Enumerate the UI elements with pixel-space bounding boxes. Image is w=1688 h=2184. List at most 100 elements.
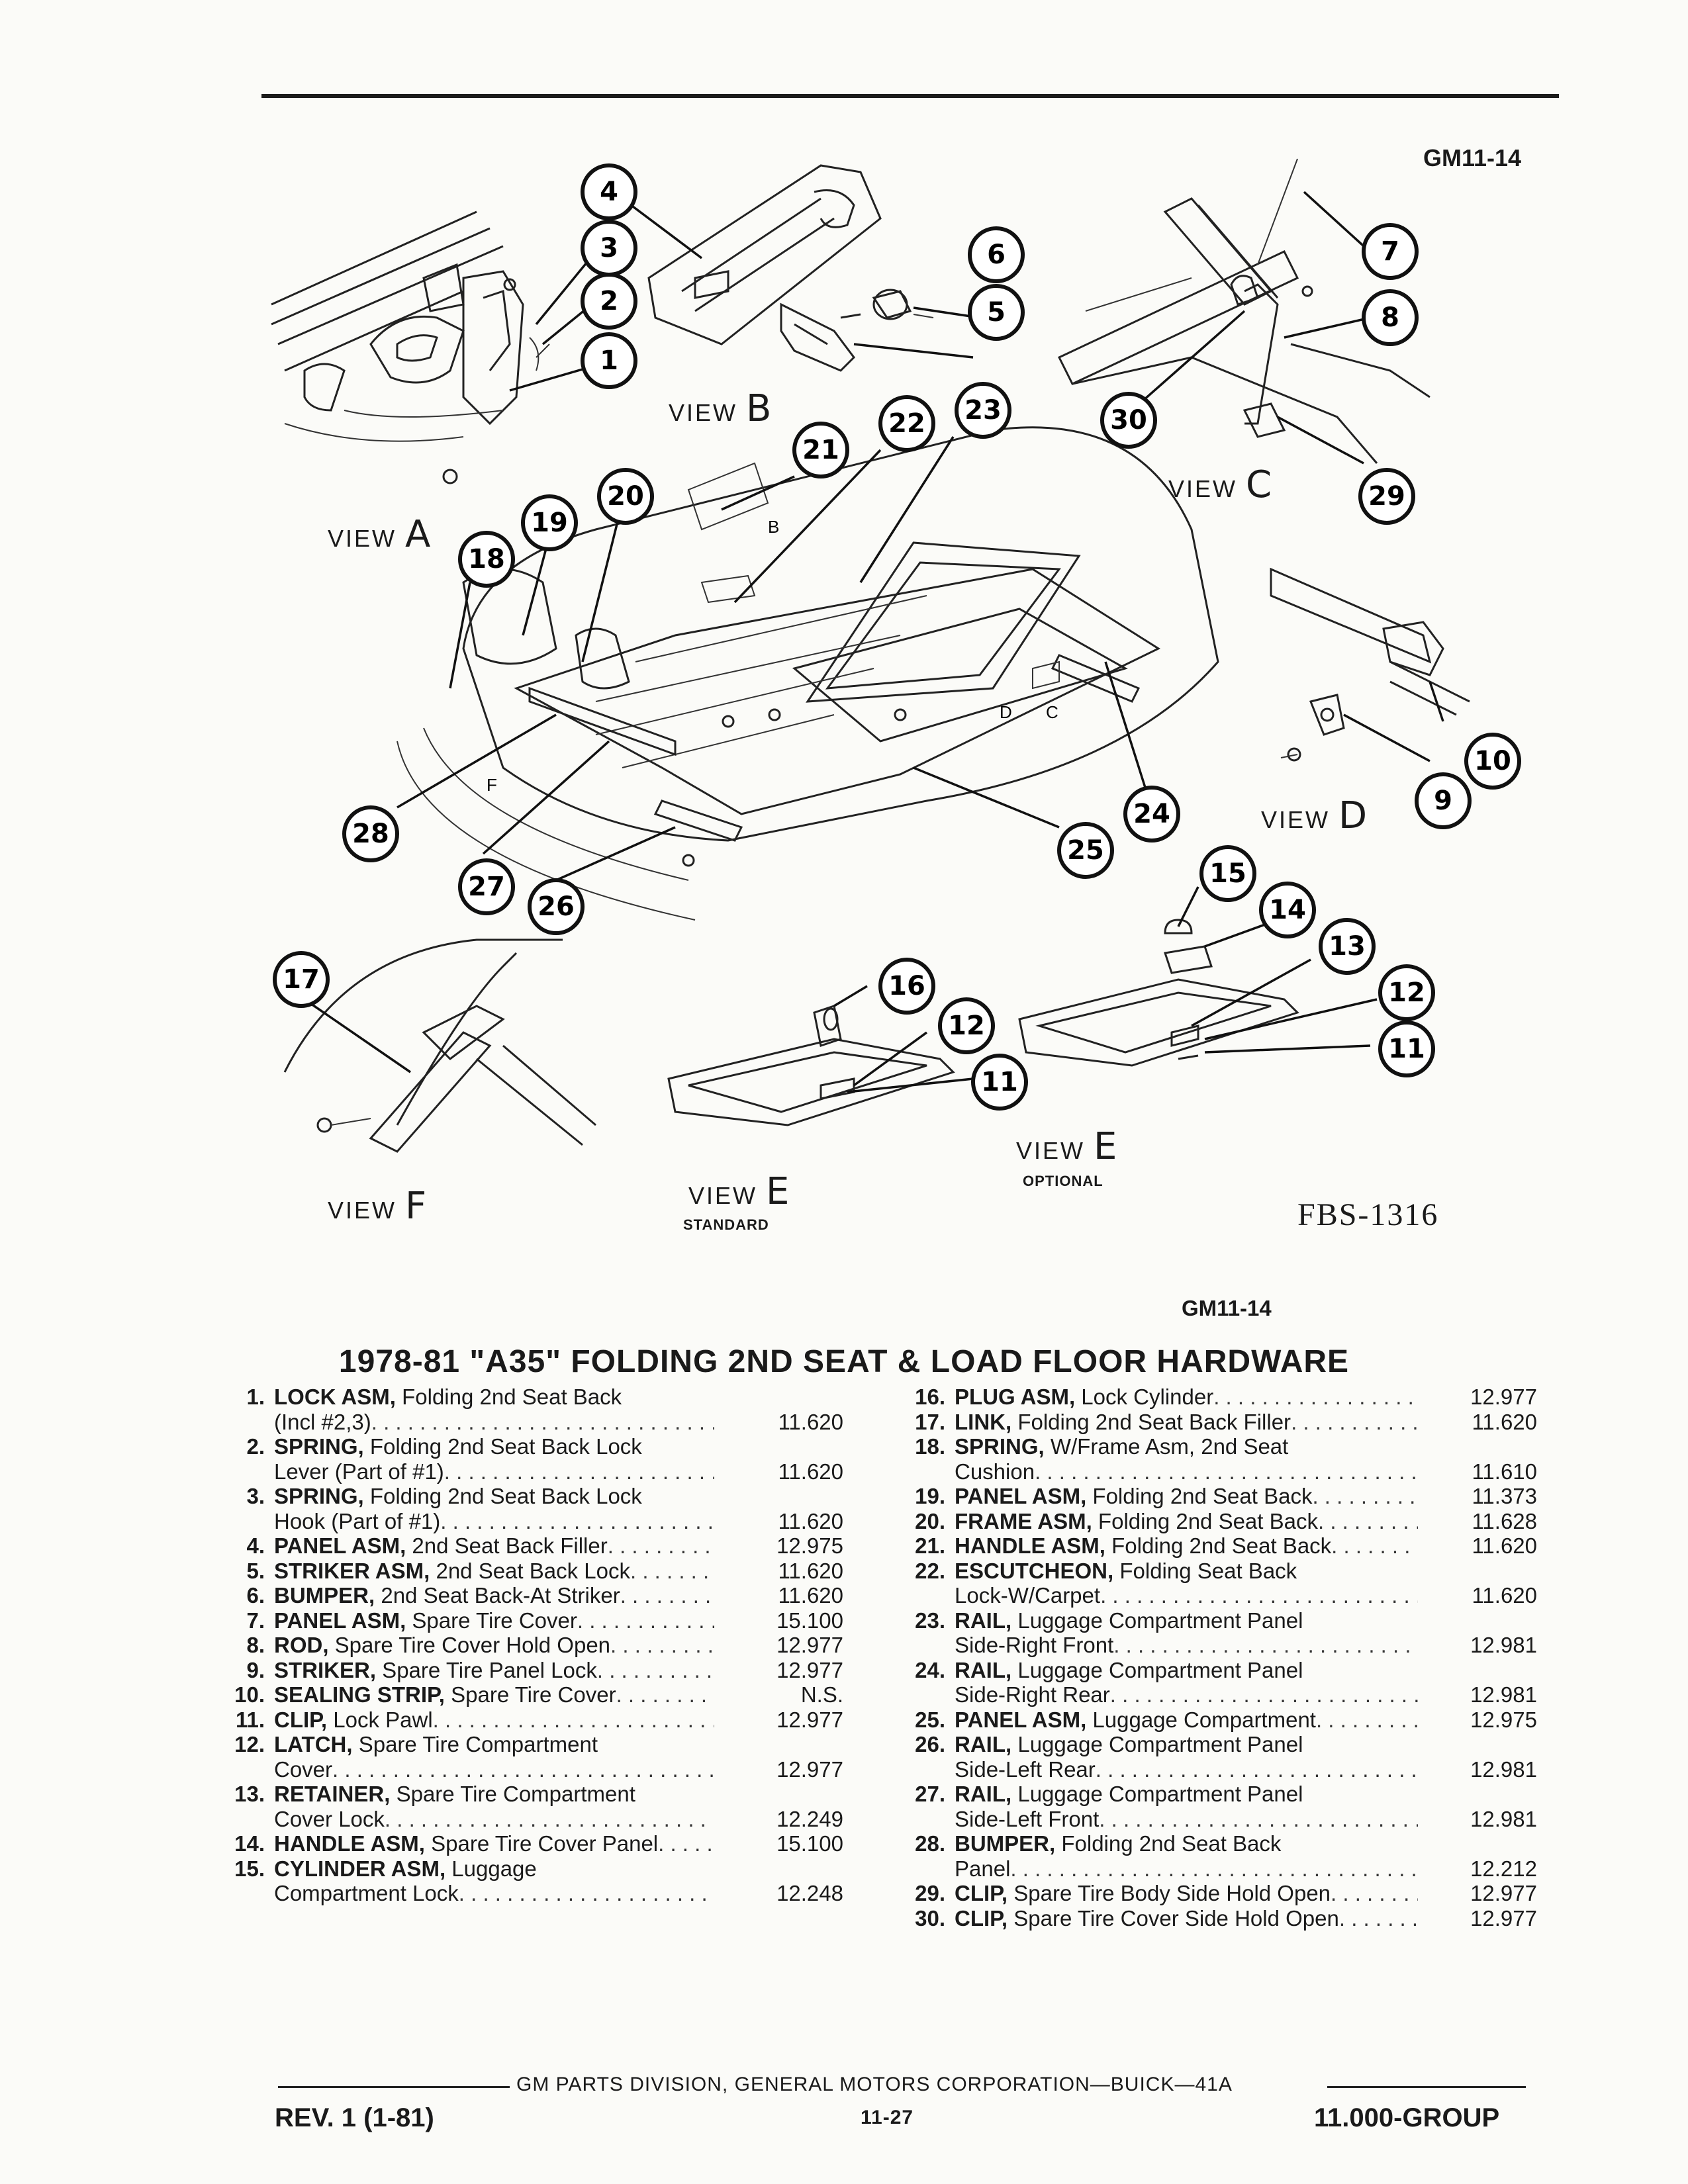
callout-14: 14: [1259, 882, 1316, 938]
view-label-a: VIEW A: [328, 513, 433, 556]
part-number: 25.: [915, 1707, 945, 1732]
svg-text:27: 27: [468, 872, 505, 902]
part-name: STRIKER,: [274, 1657, 377, 1682]
leader-dots: . . . . . . . . . . . . . . . . . . . . …: [658, 1831, 714, 1856]
part-name: PANEL ASM,: [955, 1707, 1087, 1732]
leader-dots: . . . . . . . . . . . . . . . . . . . . …: [1100, 1583, 1418, 1608]
part-description: 2nd Seat Back Lock: [430, 1558, 630, 1583]
part-number: 17.: [915, 1409, 945, 1434]
part-description: Spare Tire Cover: [444, 1682, 616, 1707]
part-description: 2nd Seat Back-At Striker: [375, 1583, 620, 1608]
svg-text:10: 10: [1474, 746, 1511, 776]
view-label-e-optional: VIEW E: [1016, 1125, 1119, 1168]
parts-list-entry: 20.FRAME ASM, Folding 2nd Seat Back . . …: [887, 1509, 1556, 1534]
part-number: 12.: [234, 1732, 265, 1756]
part-number: 28.: [915, 1831, 945, 1856]
group-code: 12.981: [1470, 1806, 1537, 1831]
part-description: Folding 2nd Seat Back: [1092, 1508, 1318, 1533]
part-name: PLUG ASM,: [955, 1385, 1076, 1409]
part-number: 29.: [915, 1881, 945, 1905]
group-code: 12.981: [1470, 1633, 1537, 1657]
parts-list-entry: 7.PANEL ASM, Spare Tire Cover . . . . . …: [207, 1608, 882, 1633]
part-description: Cover Lock: [274, 1806, 385, 1831]
footer-rule-right: [1327, 2086, 1526, 2088]
group-code: 12.977: [1470, 1385, 1537, 1409]
part-name: RAIL,: [955, 1608, 1012, 1633]
parts-list-entry: 25.PANEL ASM, Luggage Compartment . . . …: [887, 1707, 1556, 1733]
group-code: 11.620: [1472, 1409, 1537, 1434]
part-number: 6.: [246, 1583, 265, 1608]
group-code: 12.977: [776, 1633, 843, 1657]
part-name: CLIP,: [955, 1881, 1008, 1905]
leader-dots: . . . . . . . . . . . . . . . . . . . . …: [1331, 1881, 1418, 1905]
svg-text:20: 20: [607, 481, 644, 512]
leader-dots: . . . . . . . . . . . . . . . . . . . . …: [1317, 1508, 1418, 1533]
part-description: Spare Tire Compartment: [352, 1732, 598, 1756]
group-code: 11.620: [1472, 1533, 1537, 1558]
callout-24: 24: [1123, 786, 1180, 842]
group-code: 12.212: [1470, 1856, 1537, 1881]
callout-29: 29: [1358, 468, 1415, 525]
part-number: 4.: [246, 1533, 265, 1558]
part-name: PANEL ASM,: [955, 1484, 1087, 1508]
svg-text:2: 2: [600, 286, 618, 316]
leader-dots: . . . . . . . . . . . . . . . . . . . . …: [1312, 1484, 1418, 1508]
part-description: W/Frame Asm, 2nd Seat: [1044, 1434, 1289, 1459]
callout-27: 27: [458, 858, 515, 915]
part-name: BUMPER,: [274, 1583, 375, 1608]
callout-17: 17: [273, 951, 330, 1008]
part-description: Folding 2nd Seat Back: [1086, 1484, 1313, 1508]
part-name: ESCUTCHEON,: [955, 1558, 1114, 1583]
part-name: SEALING STRIP,: [274, 1682, 445, 1707]
main-floor-drawing: [397, 426, 1219, 921]
parts-list-entry: 30.CLIP, Spare Tire Cover Side Hold Open…: [887, 1906, 1556, 1931]
part-number: 24.: [915, 1657, 945, 1682]
leader-dots: . . . . . . . . . . . . . . . . . . . . …: [630, 1558, 714, 1583]
parts-list-entry: 11.CLIP, Lock Pawl . . . . . . . . . . .…: [207, 1707, 882, 1733]
svg-text:23: 23: [964, 395, 1002, 426]
inline-letter-f: F: [487, 775, 497, 795]
leader-dots: . . . . . . . . . . . . . . . . . . . . …: [458, 1881, 714, 1905]
callout-8: 8: [1362, 289, 1419, 346]
part-name: CYLINDER ASM,: [274, 1856, 446, 1881]
svg-text:11: 11: [1388, 1034, 1425, 1064]
callout-16: 16: [878, 958, 935, 1015]
view-e-optional-drawing: [1018, 919, 1299, 1067]
svg-text:22: 22: [888, 408, 925, 439]
leader-dots: . . . . . . . . . . . . . . . . . . . . …: [1010, 1856, 1418, 1881]
part-description: Spare Tire Panel Lock: [376, 1657, 597, 1682]
part-description: Luggage: [445, 1856, 537, 1881]
svg-text:4: 4: [600, 177, 618, 207]
parts-list-entry: 29.CLIP, Spare Tire Body Side Hold Open …: [887, 1881, 1556, 1906]
group-code: 12.981: [1470, 1682, 1537, 1707]
parts-list-title: 1978-81 "A35" FOLDING 2ND SEAT & LOAD FL…: [338, 1344, 1350, 1379]
part-name: LATCH,: [274, 1732, 353, 1756]
part-description: Side-Left Rear: [955, 1756, 1096, 1782]
part-name: HANDLE ASM,: [274, 1831, 425, 1856]
part-description: Side-Right Front: [955, 1633, 1114, 1657]
leader-dots: . . . . . . . . . . . . . . . . . . . . …: [1035, 1459, 1418, 1484]
group-code: 11.628: [1472, 1508, 1537, 1533]
part-description: Lock-W/Carpet: [955, 1583, 1101, 1608]
inline-letter-c: C: [1046, 702, 1058, 722]
leader-dots: . . . . . . . . . . . . . . . . . . . . …: [616, 1682, 714, 1707]
part-description: Spare Tire Cover Side Hold Open: [1008, 1905, 1339, 1931]
svg-text:6: 6: [987, 240, 1006, 270]
group-code: 12.249: [776, 1806, 843, 1831]
part-number: 7.: [246, 1608, 265, 1633]
part-number: 21.: [915, 1533, 945, 1558]
callout-11b: 11: [971, 1054, 1028, 1111]
group-code: 11.373: [1472, 1484, 1537, 1508]
callout-18: 18: [458, 531, 515, 588]
part-name: CLIP,: [274, 1707, 328, 1732]
callout-15: 15: [1199, 845, 1256, 902]
view-sub-standard: STANDARD: [683, 1216, 769, 1233]
svg-text:8: 8: [1381, 302, 1399, 333]
parts-list-entry: 9.STRIKER, Spare Tire Panel Lock . . . .…: [207, 1658, 882, 1683]
callout-11: 11: [1378, 1021, 1435, 1077]
part-number: 1.: [246, 1385, 265, 1409]
part-number: 26.: [915, 1732, 945, 1756]
